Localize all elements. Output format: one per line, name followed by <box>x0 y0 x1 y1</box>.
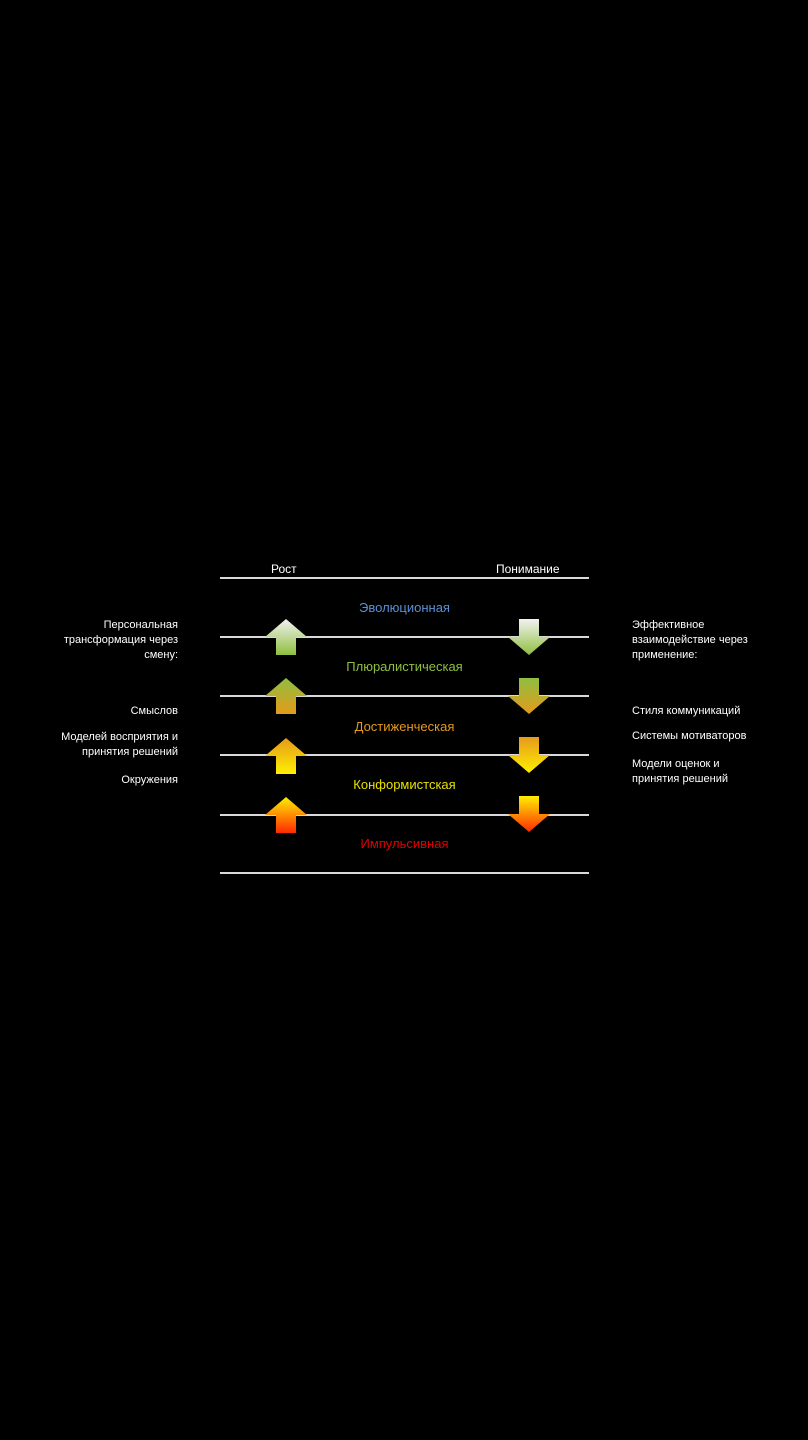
divider-line-4 <box>220 814 589 816</box>
column-header-growth: Рост <box>271 562 297 576</box>
level-label-achiever: Достиженческая <box>354 719 455 734</box>
left-intro-text: Персональная трансформация через смену: <box>63 619 178 661</box>
down-arrow-icon <box>507 677 551 715</box>
level-label-conformist: Конформистская <box>353 777 456 792</box>
up-arrow-icon <box>264 677 308 715</box>
divider-line-top <box>220 577 589 579</box>
level-label-evolutionary: Эволюционная <box>359 600 450 615</box>
up-arrow-icon <box>264 796 308 834</box>
down-arrow-icon <box>507 736 551 774</box>
right-intro-text: Эффективное взаимодействие через примене… <box>632 619 748 661</box>
divider-line-3 <box>220 754 589 756</box>
left-item-environment: Окружения <box>121 774 178 786</box>
divider-line-1 <box>220 636 589 638</box>
down-arrow-icon <box>507 618 551 656</box>
up-arrow-icon <box>264 737 308 775</box>
left-item-meanings: Смыслов <box>130 705 178 717</box>
level-label-pluralistic: Плюралистическая <box>346 659 463 674</box>
up-arrow-icon <box>264 618 308 656</box>
down-arrow-icon <box>507 795 551 833</box>
right-item-motivators-system: Системы мотиваторов <box>632 730 747 742</box>
right-item-evaluation-model: Модели оценок и принятия решений <box>632 758 728 785</box>
right-item-communication-style: Стиля коммуникаций <box>632 705 741 717</box>
column-header-understanding: Понимание <box>496 562 560 576</box>
left-item-perception-models: Моделей восприятия и принятия решений <box>61 731 178 758</box>
level-label-impulsive: Импульсивная <box>360 836 449 851</box>
divider-line-2 <box>220 695 589 697</box>
divider-line-bottom <box>220 872 589 874</box>
